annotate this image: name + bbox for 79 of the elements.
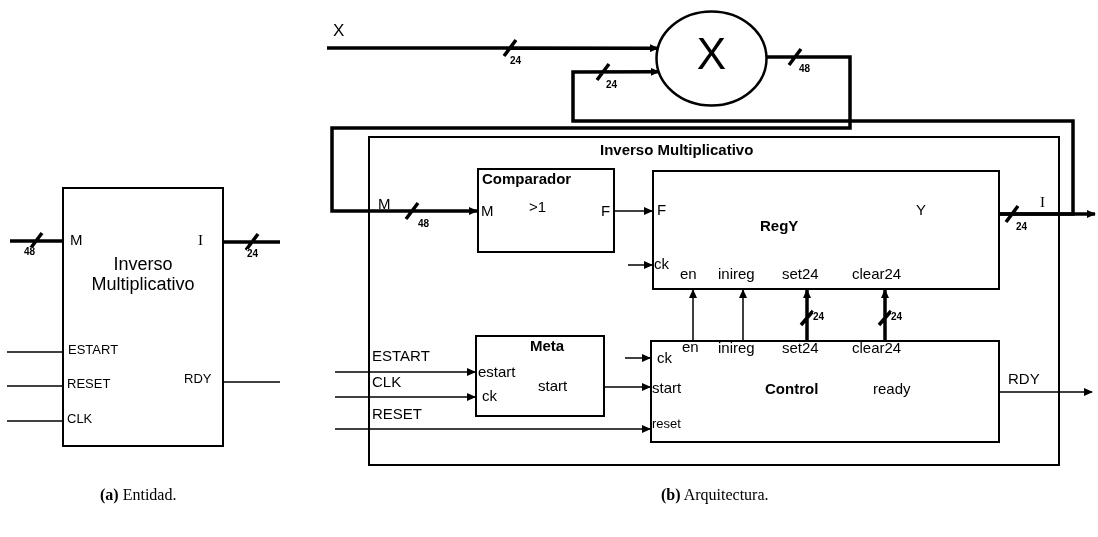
signal-arrow	[334, 393, 476, 401]
port-label: reset	[652, 417, 681, 432]
block-title: Control	[765, 381, 819, 398]
signal-name: ESTART	[372, 348, 430, 365]
port-label: set24	[782, 340, 819, 357]
port-label: M	[481, 203, 494, 220]
block-title: Comparador	[482, 171, 572, 188]
port-label: ck	[654, 256, 669, 273]
signal-name: RESET	[372, 406, 422, 423]
port-label: >1	[529, 199, 547, 216]
signal-arrow	[799, 288, 815, 342]
sync-block	[475, 335, 605, 417]
port-label: CLK	[67, 412, 93, 427]
bus-width-label: 24	[813, 312, 825, 322]
signal-name: M	[378, 196, 391, 213]
multiplier-circle	[655, 10, 768, 107]
signal-arrow	[689, 289, 697, 341]
signal-arrow	[877, 288, 893, 342]
signal-arrow	[999, 388, 1093, 396]
port-label: start	[538, 378, 568, 395]
port-label: RDY	[184, 372, 212, 387]
signal-name: CLK	[372, 374, 402, 391]
signal-line	[223, 381, 281, 383]
signal-arrow	[325, 38, 660, 58]
port-label: clear24	[852, 340, 902, 357]
port-label: ck	[482, 388, 497, 405]
port-label: en	[680, 266, 697, 283]
signal-arrow	[624, 354, 651, 362]
port-label: start	[652, 380, 682, 397]
port-label: F	[601, 203, 611, 220]
control-block	[650, 340, 1000, 443]
signal-line	[6, 420, 63, 422]
block-title: Inverso Multiplicativo	[600, 142, 754, 159]
bus-width-label: 24	[247, 249, 259, 259]
port-label: I	[198, 232, 203, 249]
port-label: inireg	[718, 340, 755, 357]
block-title: Inverso Multiplicativo	[90, 255, 196, 295]
bus-width-label: 24	[606, 80, 618, 90]
signal-arrow	[604, 383, 651, 391]
bus-width-label: 24	[510, 56, 522, 66]
register-block	[652, 170, 1000, 290]
figure-caption: (b) Arquitectura.	[661, 486, 769, 504]
signal-name: I	[1040, 194, 1045, 211]
port-label: set24	[782, 266, 819, 283]
signal-arrow	[614, 207, 653, 215]
entity-block	[62, 187, 224, 447]
port-label: RESET	[67, 377, 111, 392]
block-title: Meta	[530, 338, 565, 355]
port-label: Y	[916, 202, 926, 219]
signal-line	[222, 232, 282, 252]
signal-arrow	[739, 289, 747, 341]
signal-name: X	[333, 22, 345, 41]
bus-width-label: 48	[24, 247, 36, 257]
signal-arrow	[334, 425, 651, 433]
signal-arrow	[627, 261, 653, 269]
port-label: inireg	[718, 266, 755, 283]
block-title: RegY	[760, 218, 799, 235]
port-label: M	[70, 232, 83, 249]
bus-width-label: 48	[418, 219, 430, 229]
port-label: ready	[873, 381, 911, 398]
signal-arrow	[998, 204, 1097, 224]
port-label: ESTART	[68, 343, 119, 358]
bus-width-label: 24	[1016, 222, 1028, 232]
port-label: F	[657, 202, 667, 219]
bus-width-label: 24	[891, 312, 903, 322]
port-label: ck	[657, 350, 672, 367]
signal-arrow	[334, 368, 476, 376]
comparator-block	[477, 168, 615, 253]
signal-line	[6, 351, 63, 353]
figure-caption: (a) Entidad.	[100, 486, 177, 504]
architecture-frame	[368, 136, 1060, 466]
signal-arrow	[330, 47, 852, 221]
signal-name: RDY	[1008, 371, 1040, 388]
port-label: clear24	[852, 266, 902, 283]
bus-width-label: 48	[799, 64, 811, 74]
port-label: en	[682, 339, 699, 356]
operator-symbol: X	[695, 30, 728, 79]
signal-line	[6, 385, 63, 387]
port-label: estart	[478, 364, 516, 381]
